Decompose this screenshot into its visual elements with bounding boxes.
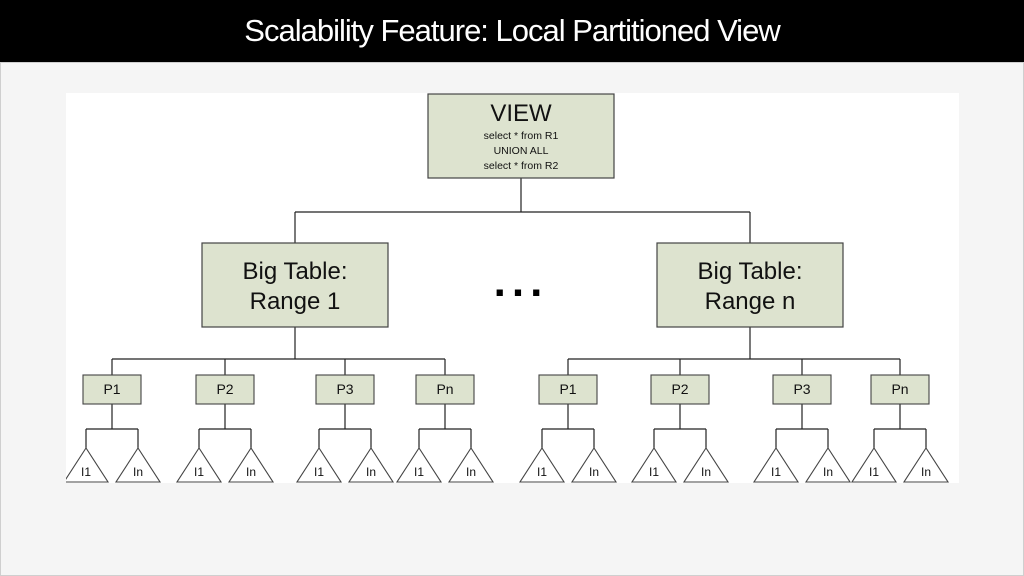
big-table-box	[201, 242, 389, 328]
index-triangle	[447, 446, 495, 483]
partition-label: P2	[216, 381, 233, 397]
index-triangle	[518, 446, 566, 483]
partition-label: P2	[671, 381, 688, 397]
index-triangle	[570, 446, 618, 483]
index-label: I1	[537, 465, 547, 479]
partition-box	[772, 374, 832, 405]
partition-label: P3	[336, 381, 353, 397]
title-bar: Scalability Feature: Local Partitioned V…	[0, 0, 1024, 62]
index-triangle	[114, 446, 162, 483]
big-table-line-1: Big Table:	[698, 258, 803, 285]
view-title: VIEW	[490, 100, 552, 127]
index-label: In	[133, 465, 143, 479]
partition-label: P1	[103, 381, 120, 397]
index-triangle	[752, 446, 800, 483]
partition-label: P3	[793, 381, 810, 397]
partition-label: Pn	[891, 381, 908, 397]
slide-title: Scalability Feature: Local Partitioned V…	[244, 13, 780, 48]
big-table-line-1: Big Table:	[243, 258, 348, 285]
index-label: In	[921, 465, 931, 479]
index-triangle	[850, 446, 898, 483]
partition-box	[538, 374, 598, 405]
view-box	[427, 93, 615, 179]
partition-label: Pn	[436, 381, 453, 397]
index-triangle	[682, 446, 730, 483]
big-table-box	[656, 242, 844, 328]
index-label: I1	[81, 465, 91, 479]
partition-box	[650, 374, 710, 405]
index-label: I1	[771, 465, 781, 479]
index-triangle	[395, 446, 443, 483]
view-node: VIEW select * from R1 UNION ALL select *…	[427, 93, 615, 179]
partition-box	[870, 374, 930, 405]
index-label: I1	[414, 465, 424, 479]
partition-box	[415, 374, 475, 405]
index-triangle	[347, 446, 395, 483]
index-triangle	[902, 446, 950, 483]
index-label: I1	[649, 465, 659, 479]
big-table-line-2: Range n	[705, 288, 796, 315]
connector-lines	[85, 178, 927, 448]
view-line-2: UNION ALL	[494, 145, 549, 157]
index-triangle	[804, 446, 852, 483]
index-triangle	[630, 446, 678, 483]
big-table-range-n: Big Table: Range n	[656, 242, 844, 328]
partition-box	[195, 374, 255, 405]
index-label: I1	[314, 465, 324, 479]
ellipsis: ...	[494, 257, 549, 306]
index-label: I1	[194, 465, 204, 479]
index-label: In	[246, 465, 256, 479]
index-triangle	[175, 446, 223, 483]
index-triangle	[295, 446, 343, 483]
index-label: In	[589, 465, 599, 479]
partition-label: P1	[559, 381, 576, 397]
diagram-canvas: VIEW select * from R1 UNION ALL select *…	[66, 93, 959, 483]
partition-box	[315, 374, 375, 405]
big-table-range-1: Big Table: Range 1	[201, 242, 389, 328]
index-label: In	[366, 465, 376, 479]
index-label: In	[701, 465, 711, 479]
index-triangle	[227, 446, 275, 483]
partition-box	[82, 374, 142, 405]
partition-diagram: VIEW select * from R1 UNION ALL select *…	[66, 93, 950, 483]
index-label: I1	[869, 465, 879, 479]
index-triangle	[66, 446, 110, 483]
view-line-1: select * from R1	[484, 130, 559, 142]
view-line-3: select * from R2	[484, 160, 559, 172]
index-label: In	[823, 465, 833, 479]
big-table-line-2: Range 1	[250, 288, 341, 315]
index-label: In	[466, 465, 476, 479]
